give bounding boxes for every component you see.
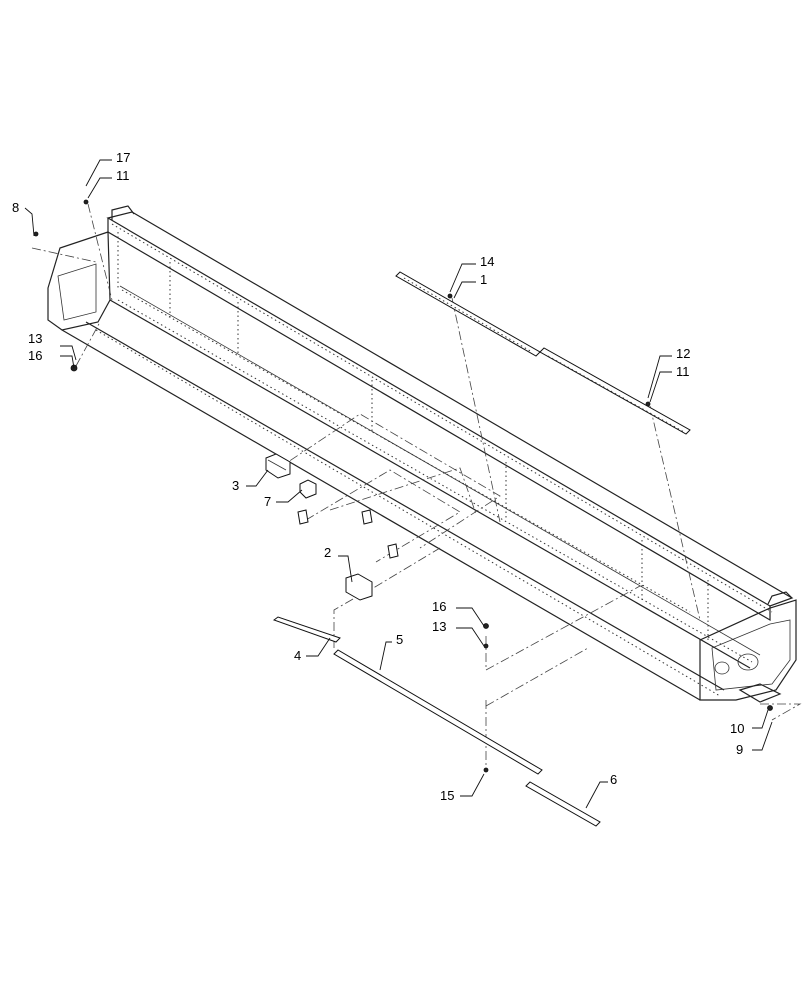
phantom-lines [31,203,802,770]
callout-labels: 8 17 11 13 16 14 1 12 11 3 7 2 16 13 4 5… [12,150,744,803]
callout-16-center: 16 [432,599,446,614]
callout-13-center: 13 [432,619,446,634]
callout-3: 3 [232,478,239,493]
callout-11-right: 11 [676,364,690,379]
callout-5: 5 [396,632,403,647]
header-frame [47,205,797,703]
clip-parts [297,509,399,559]
callout-14: 14 [480,254,494,269]
callout-2: 2 [324,545,331,560]
bracket-part-3 [265,453,291,479]
callout-17: 17 [116,150,130,165]
callout-6: 6 [610,772,617,787]
callout-13-left: 13 [28,331,42,346]
callout-leaders [24,159,773,809]
bracket-part-7 [299,479,317,499]
callout-7: 7 [264,494,271,509]
bracket-part-2 [345,573,373,601]
callout-15: 15 [440,788,454,803]
callout-8: 8 [12,200,19,215]
fastener-parts [33,199,773,773]
strip-part-6 [525,781,601,827]
wear-strip-part-1 [395,271,541,357]
callout-1: 1 [480,272,487,287]
strip-part-4 [272,616,341,643]
strip-part-5 [333,649,543,775]
callout-12: 12 [676,346,690,361]
callout-4: 4 [294,648,301,663]
callout-10: 10 [730,721,744,736]
callout-9: 9 [736,742,743,757]
callout-16-left: 16 [28,348,42,363]
wear-strip-part-12 [539,347,691,435]
callout-11-left: 11 [116,168,130,183]
